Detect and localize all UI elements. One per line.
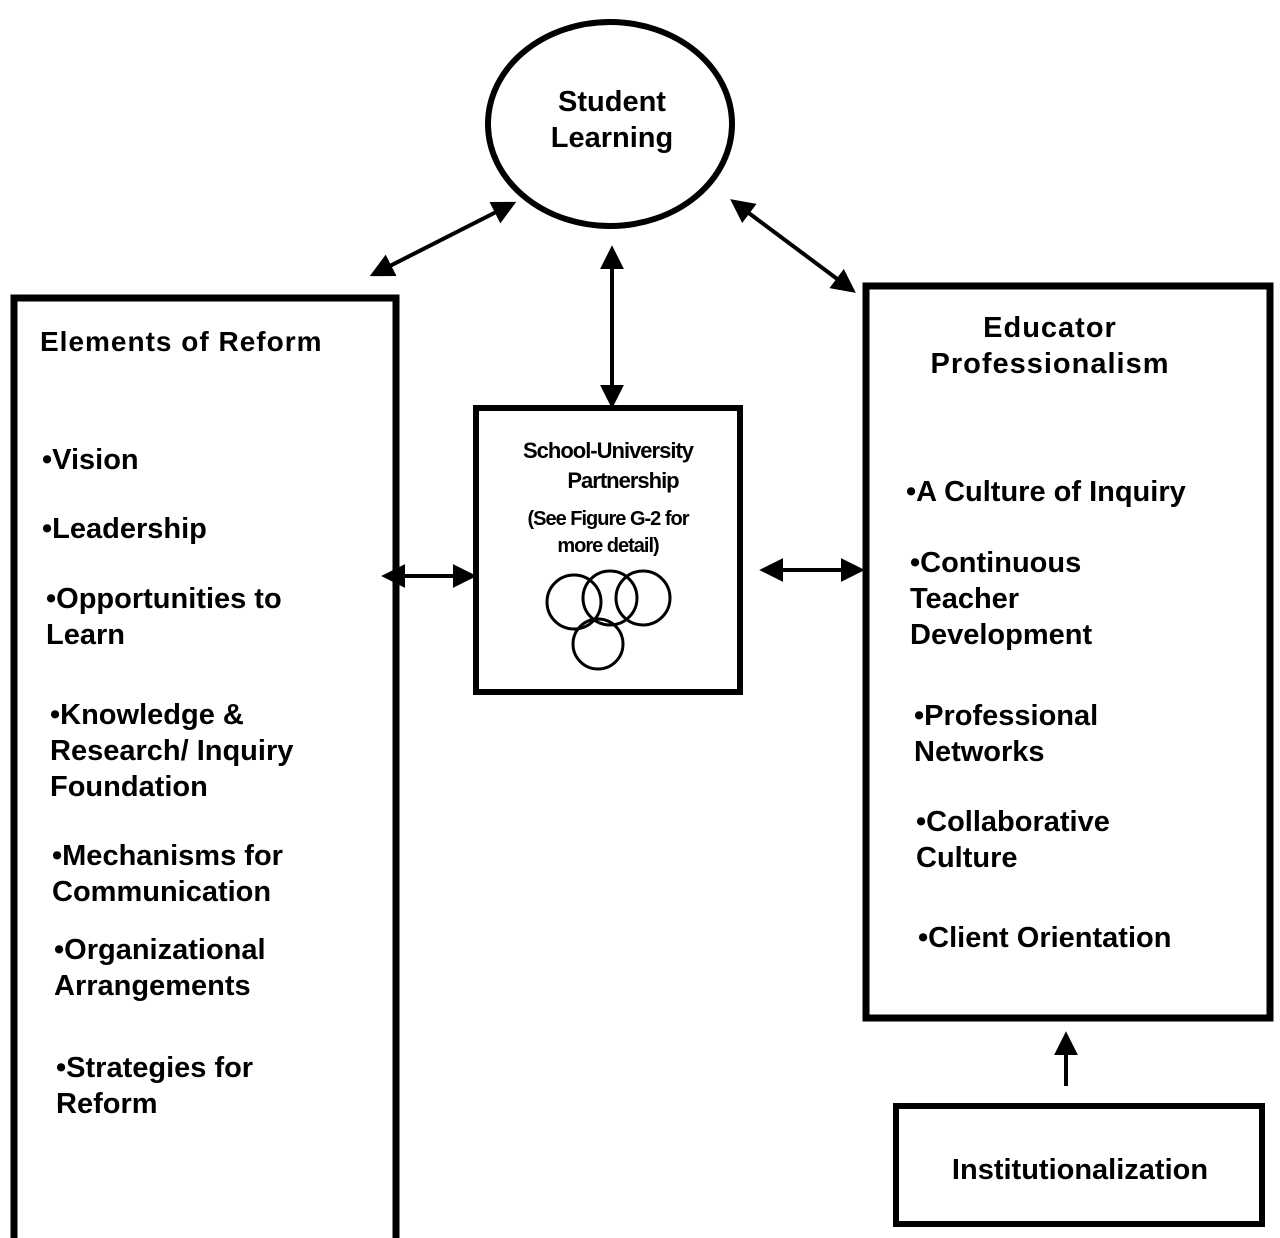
- reform-item-strategies: •Strategies for Reform: [56, 1052, 254, 1120]
- arrow-student-to-professionalism: [730, 199, 856, 293]
- partnership-note: (See Figure G-2 for more detail): [480, 506, 736, 560]
- elements-of-reform-title: Elements of Reform: [40, 326, 323, 357]
- partnership-title-line1: School-University: [522, 438, 694, 463]
- institutionalization-box: [893, 1103, 1265, 1227]
- prof-item-professional-networks: •Professional Networks: [914, 700, 1099, 768]
- reform-item-leadership: •Leadership: [42, 513, 207, 545]
- partnership-title: School-University Partnership: [480, 436, 736, 496]
- elements-of-reform-box: [10, 294, 400, 1238]
- educator-professionalism-box: [862, 282, 1274, 1022]
- student-learning-line1: Student: [558, 86, 666, 118]
- prof-item-culture-of-inquiry: •A Culture of Inquiry: [906, 476, 1186, 508]
- prof-item-client-orientation: •Client Orientation: [918, 922, 1172, 954]
- student-learning-circle: [485, 19, 735, 229]
- reform-item-knowledge: •Knowledge & Research/ Inquiry Foundatio…: [50, 699, 294, 803]
- institutionalization-label: Institutionalization: [951, 1154, 1209, 1186]
- prof-item-collaborative-culture: •Collaborative Culture: [916, 806, 1110, 874]
- educator-professionalism-title: Educator Professionalism: [880, 310, 1220, 382]
- partnership-title-line2: Partnership: [567, 468, 679, 493]
- student-learning-label: Student Learning: [520, 84, 704, 156]
- reform-item-vision: •Vision: [42, 444, 139, 476]
- partnership-note-line2: more detail): [557, 535, 659, 557]
- overlapping-circles-icon: [545, 569, 672, 671]
- reform-item-organizational: •Organizational Arrangements: [54, 934, 266, 1002]
- reform-item-opportunities: •Opportunities to Learn: [46, 583, 282, 651]
- arrow-student-to-reform: [369, 201, 517, 277]
- educator-title-line1: Educator: [983, 312, 1117, 344]
- partnership-note-line1: (See Figure G-2 for: [527, 508, 689, 530]
- student-learning-line2: Learning: [550, 122, 674, 154]
- educator-title-line2: Professionalism: [930, 348, 1170, 380]
- reform-item-mechanisms: •Mechanisms for Communication: [52, 840, 283, 908]
- prof-item-continuous-development: •Continuous Teacher Development: [910, 547, 1093, 651]
